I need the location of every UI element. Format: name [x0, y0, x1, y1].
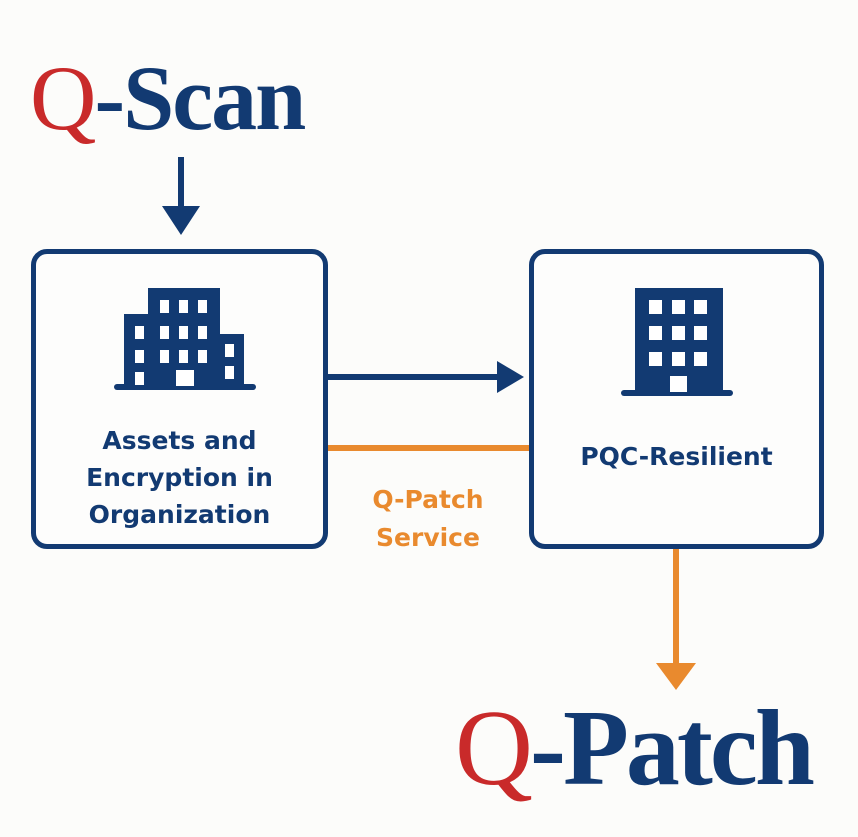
assets-label-line: Organization	[88, 500, 271, 529]
office-building-icon	[621, 288, 733, 396]
pqc-resilient-label: PQC-Resilient	[580, 442, 773, 471]
q-scan-logo-suffix: -Scan	[94, 47, 306, 149]
assets-label-line: Encryption in	[86, 463, 273, 492]
pqc-resilient-node[interactable]: PQC-Resilient	[529, 249, 824, 549]
office-buildings-icon	[114, 288, 256, 390]
assets-to-pqc-arrow	[328, 361, 524, 393]
q-patch-logo: Q-Patch	[455, 695, 815, 803]
q-patch-service-label: Q-Patch Service	[330, 481, 526, 557]
q-scan-logo-prefix: Q	[30, 47, 96, 149]
assets-node-label: Assets and Encryption in Organization	[36, 422, 323, 533]
q-patch-logo-suffix: -Patch	[530, 689, 815, 808]
edge-label-line: Q-Patch	[372, 485, 484, 514]
q-scan-logo: Q-Scan	[30, 52, 306, 144]
q-patch-logo-prefix: Q	[455, 689, 533, 808]
assets-node[interactable]: Assets and Encryption in Organization	[31, 249, 328, 549]
pqc-to-qpatch-arrow	[656, 549, 696, 690]
assets-label-line: Assets and	[102, 426, 257, 455]
edge-label-line: Service	[376, 523, 480, 552]
qscan-to-assets-arrow	[162, 157, 200, 235]
